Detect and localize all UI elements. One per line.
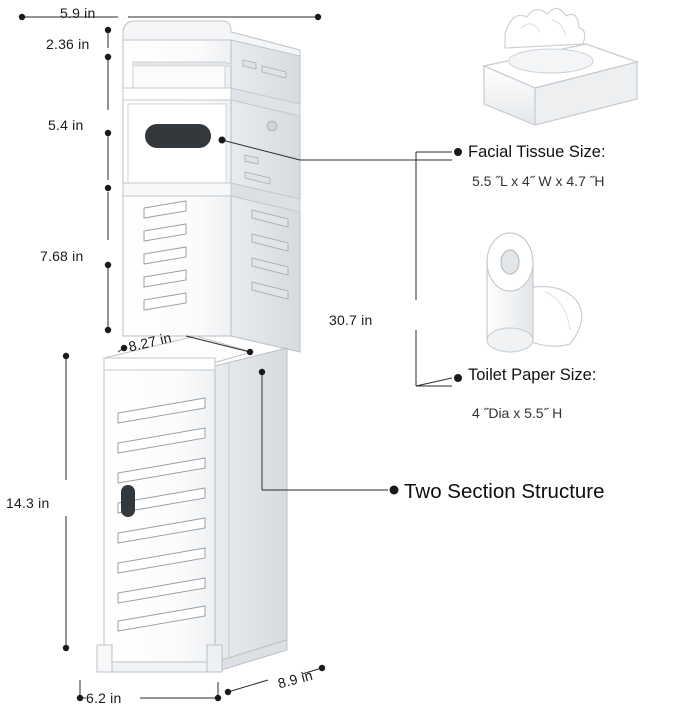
dimension-label-top-height: 2.36 in [46, 36, 90, 52]
dimension-label-base-depth: 8.9 in [276, 666, 315, 692]
dimension-label-lower-height: 14.3 in [6, 495, 50, 511]
toilet-paper-roll-icon [486, 232, 583, 353]
callout-subtitle-facial-tissue: 5.5 ˝L x 4˝ W x 4.7 ˝H [472, 173, 605, 189]
cabinet-upper-section [122, 20, 301, 353]
dimension-lines [22, 16, 453, 699]
dimension-label-shelf-depth: 8.27 in [127, 329, 173, 355]
callout-subtitle-toilet-paper: 4 ˝Dia x 5.5˝ H [472, 405, 563, 421]
dimension-label-upper-section: 5.4 in [48, 117, 84, 133]
dimension-label-base-width: 6.2 in [86, 690, 122, 706]
callout-title-toilet-paper: Toilet Paper Size: [468, 366, 597, 384]
dimension-label-total-height: 30.7 in [329, 312, 373, 328]
cabinet-lower-section [96, 335, 288, 673]
dimension-label-mid-section: 7.68 in [40, 248, 84, 264]
tissue-box-icon [482, 7, 640, 126]
dimension-dots [18, 13, 462, 702]
callout-title-facial-tissue: Facial Tissue Size: [468, 143, 606, 161]
feature-label-two-section-structure: Two Section Structure [404, 480, 605, 503]
dimension-label-width-top: 5.9 in [60, 5, 96, 21]
